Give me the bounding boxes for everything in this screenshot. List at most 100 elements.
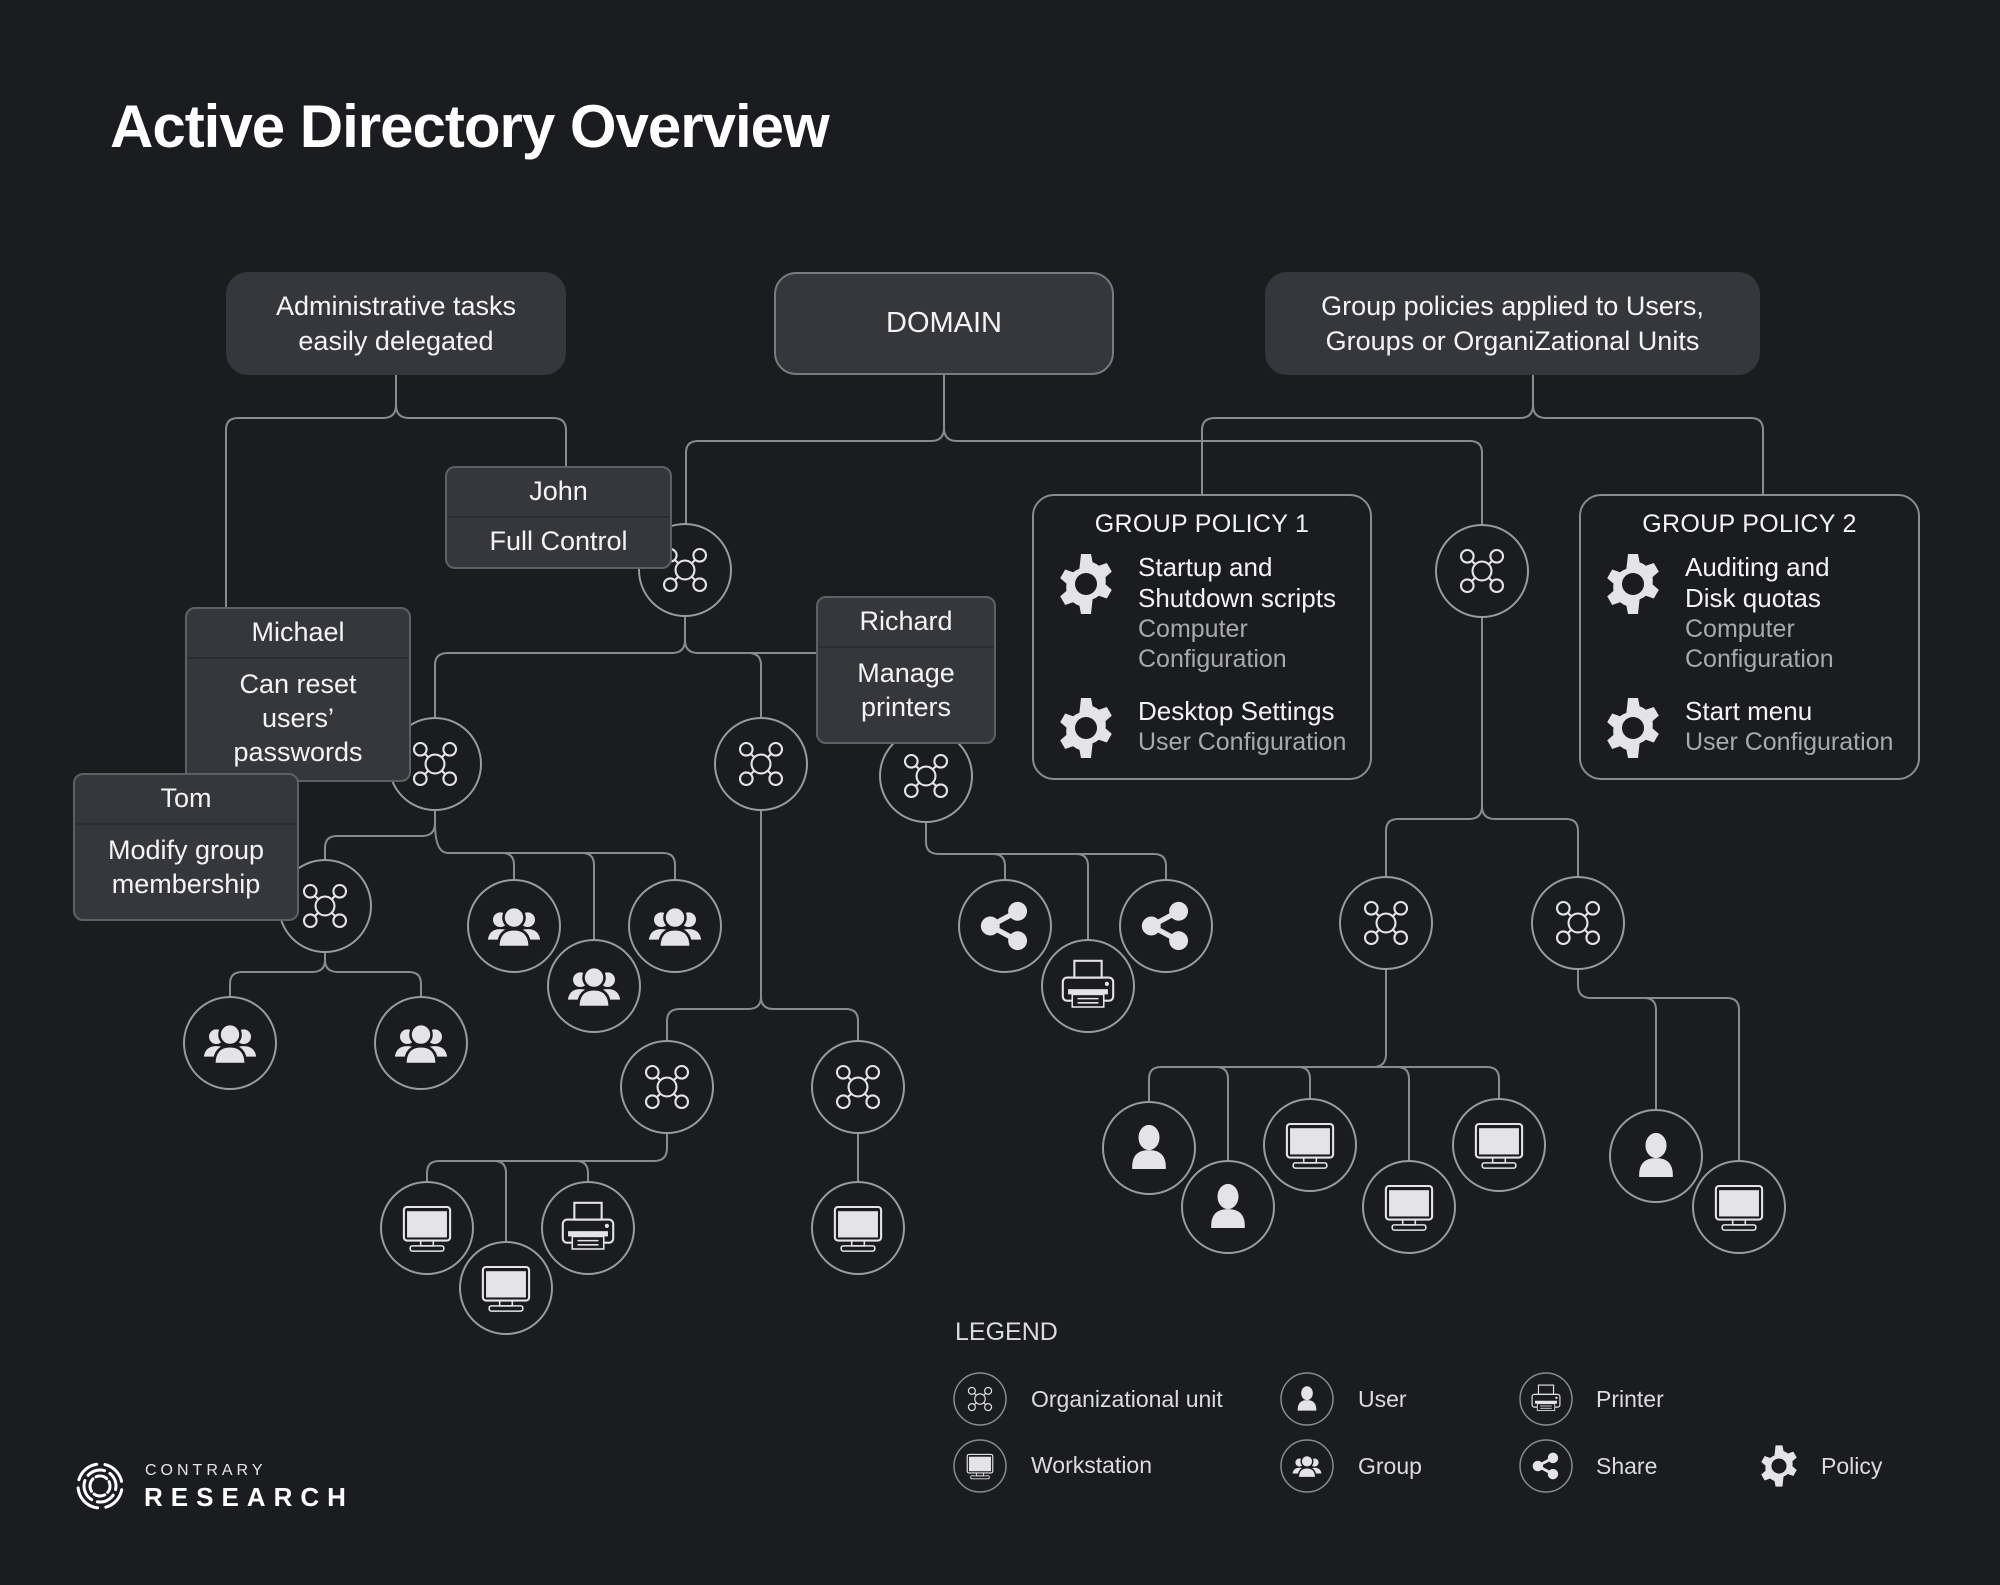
- ou-satellite: [644, 1094, 660, 1110]
- delegate-role-line: printers: [860, 692, 952, 722]
- ou-satellite: [1585, 900, 1601, 916]
- connector-lines: [225, 375, 1764, 1242]
- group-leader-body: [657, 927, 693, 949]
- group-policy-1-panel: GROUP POLICY 1 Startup and Shutdown scri…: [1032, 494, 1372, 780]
- policy-scope: Computer: [1685, 615, 1795, 643]
- user-node: [1181, 1160, 1275, 1254]
- group-leader-head: [502, 905, 526, 930]
- delegate-name: John: [447, 468, 670, 518]
- legend-policy-icon: [1761, 1445, 1797, 1487]
- group-node: [374, 996, 468, 1090]
- domain-label: DOMAIN: [886, 307, 1002, 339]
- node-circle: [1531, 876, 1625, 970]
- node-circle: [620, 1040, 714, 1134]
- policy-scope: Configuration: [1138, 645, 1287, 673]
- monitor-base: [409, 1245, 445, 1252]
- ou-node: [620, 1040, 714, 1134]
- ou-satellite: [692, 547, 708, 563]
- delegate-card-michael: Michael Can reset users’ passwords: [185, 607, 411, 782]
- ou-core: [847, 1076, 869, 1098]
- delegate-role-line: Modify group: [107, 835, 265, 865]
- ou-satellite: [674, 1064, 690, 1080]
- admin-line-1: Administrative tasks: [275, 290, 517, 321]
- ou-satellite: [768, 771, 784, 787]
- delegate-card-richard: Richard Manage printers: [816, 596, 996, 744]
- group-policy-title: GROUP POLICY 1: [1094, 510, 1310, 538]
- policy-scope: Computer: [1138, 615, 1248, 643]
- delegate-role-line: Manage: [857, 658, 955, 688]
- printer-led: [1104, 981, 1109, 987]
- printer-slot: [1534, 1400, 1558, 1404]
- legend-circle: [953, 1372, 1007, 1426]
- connector-line: [494, 1160, 589, 1182]
- connector-line: [582, 852, 676, 880]
- ou-satellite: [412, 741, 428, 757]
- delegate-name: Tom: [75, 775, 297, 825]
- ou-satellite: [967, 1403, 976, 1412]
- group-node: [183, 996, 277, 1090]
- user-node: [1609, 1109, 1703, 1203]
- connector-line: [1148, 969, 1387, 1102]
- ou-satellite: [1555, 900, 1571, 916]
- printer-slot: [1068, 989, 1108, 995]
- delegate-role-line: Can reset: [239, 669, 357, 699]
- node-circle: [1435, 524, 1529, 618]
- legend-label-printer: Printer: [1596, 1386, 1664, 1412]
- ou-node-tom: [278, 859, 372, 953]
- monitor-screen: [407, 1211, 447, 1238]
- delegate-role-line: membership: [111, 869, 261, 899]
- share-dot: [1547, 1468, 1559, 1480]
- share-dot: [1008, 901, 1028, 921]
- policy-item: Auditing and Disk quotas Computer Config…: [1601, 552, 1834, 674]
- gear-icon: [1601, 552, 1665, 616]
- monitor-screen: [1719, 1190, 1759, 1217]
- group-leader-head: [218, 1022, 242, 1047]
- connector-line: [666, 810, 762, 1041]
- legend-label-group: Group: [1358, 1453, 1422, 1479]
- domain-box: DOMAIN: [774, 272, 1114, 375]
- group-policy-title: GROUP POLICY 2: [1642, 510, 1857, 538]
- connector-line: [1201, 375, 1534, 494]
- ou-satellite: [903, 783, 919, 799]
- legend-title: LEGEND: [955, 1318, 1058, 1346]
- connector-line: [1216, 1066, 1311, 1099]
- monitor-screen: [486, 1271, 526, 1298]
- ou-satellite: [1393, 900, 1409, 916]
- ou-satellite: [302, 883, 318, 899]
- node-circle: [714, 717, 808, 811]
- printer-node: [1041, 939, 1135, 1033]
- policy-name: Start menu: [1685, 696, 1813, 726]
- gear-icon: [1054, 552, 1118, 616]
- monitor-screen: [1479, 1128, 1519, 1155]
- policy-scope: Configuration: [1685, 645, 1834, 673]
- ou-satellite: [662, 577, 678, 593]
- ou-satellite: [835, 1064, 851, 1080]
- monitor-screen: [1290, 1128, 1330, 1155]
- connector-line: [395, 404, 567, 466]
- group-node: [628, 879, 722, 973]
- node-circle: [958, 879, 1052, 973]
- monitor-base: [1481, 1162, 1517, 1169]
- ou-node-policy: [1435, 524, 1529, 618]
- workstation-node: [1452, 1098, 1546, 1192]
- diagram-nodes: [183, 523, 1786, 1335]
- group-leader-body: [576, 987, 612, 1009]
- connector-line: [324, 959, 422, 997]
- legend-workstation-icon: [953, 1439, 1007, 1493]
- connector-line: [434, 822, 515, 880]
- connector-line: [684, 639, 762, 718]
- legend-label-ou: Organizational unit: [1031, 1386, 1223, 1412]
- legend-icons: [953, 1372, 1797, 1493]
- printer-output: [1536, 1403, 1556, 1412]
- group-leader-body: [403, 1044, 439, 1066]
- ou-node: [811, 1040, 905, 1134]
- connector-line: [1385, 617, 1483, 877]
- gear-icon: [1054, 696, 1118, 760]
- share-dot: [1547, 1452, 1559, 1464]
- ou-satellite: [865, 1064, 881, 1080]
- user-body: [1297, 1400, 1317, 1411]
- share-node: [958, 879, 1052, 973]
- group-leader-head: [582, 965, 606, 990]
